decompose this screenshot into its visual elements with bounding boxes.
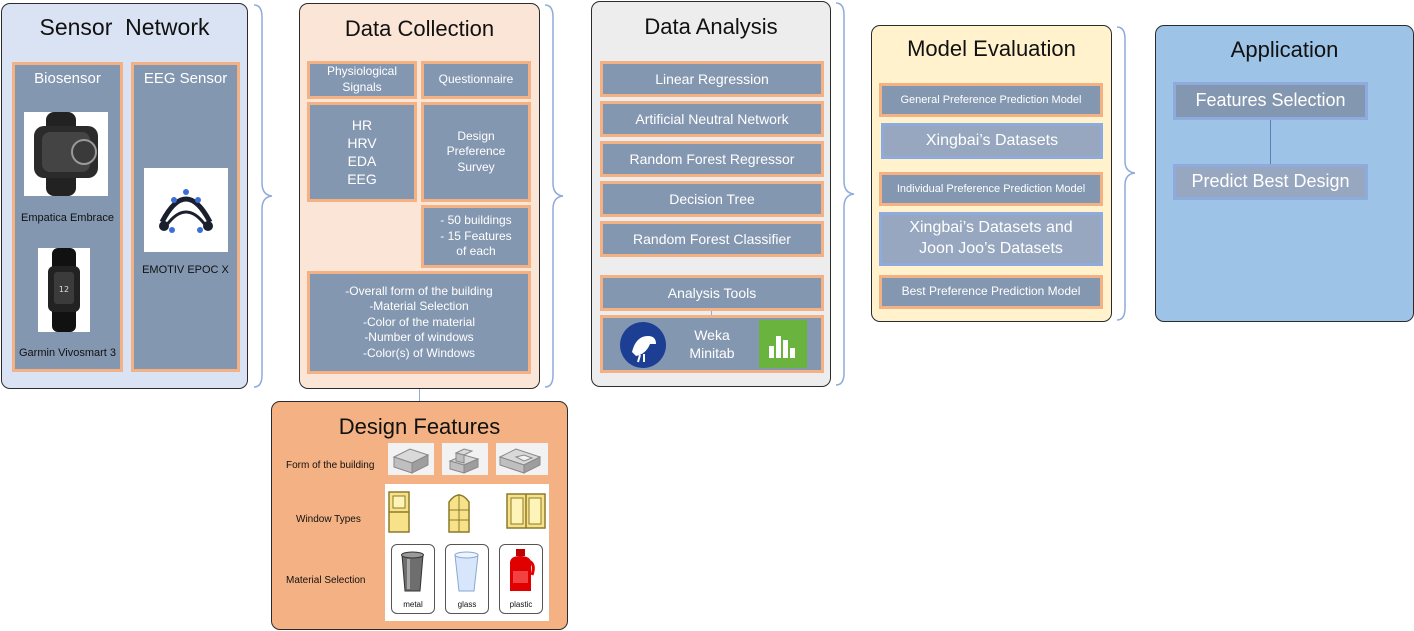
stepped-building-icon [448, 448, 480, 474]
design-features-panel: Design Features Form of the building Win… [271, 401, 568, 630]
method-random-forest-regressor: Random Forest Regressor [600, 141, 824, 177]
box-building-icon [392, 448, 430, 474]
best-preference-model: Best Preference Prediction Model [879, 275, 1103, 309]
application-panel: Application Features Selection Predict B… [1155, 25, 1414, 322]
weka-logo-icon [620, 322, 666, 368]
metal-can-icon [401, 551, 424, 592]
analysis-tools-header: Analysis Tools [600, 275, 824, 311]
method-random-forest-classifier: Random Forest Classifier [600, 221, 824, 257]
design-features-title: Design Features [338, 414, 501, 439]
method-decision-tree: Decision Tree [600, 181, 824, 217]
buildings-info: - 50 buildings - 15 Features of each [421, 205, 531, 268]
emotiv-label: EMOTIV EPOC X [142, 264, 229, 276]
brace-collection-to-analysis [544, 4, 564, 388]
emotiv-image [144, 168, 228, 252]
predict-best-design-step: Predict Best Design [1173, 164, 1368, 200]
sensor-network-panel: Sensor Network Biosensor Empatica Embrac… [1, 3, 248, 389]
collection-to-features-connector [419, 389, 420, 402]
l-shaped-building-icon [498, 448, 542, 474]
tools-connector [711, 311, 712, 317]
window-types-label: Window Types [296, 514, 361, 525]
material-plastic: plastic [499, 544, 543, 614]
casement-window-icon [388, 491, 410, 533]
method-linear-regression: Linear Regression [600, 61, 824, 97]
building-form-1 [388, 443, 434, 475]
material-selection-label: Material Selection [286, 575, 366, 586]
application-title: Application [1230, 37, 1339, 62]
svg-text:12: 12 [59, 285, 69, 294]
brace-sensor-to-collection [253, 4, 273, 388]
double-window-icon [506, 493, 546, 529]
biosensor-title: Biosensor [34, 70, 101, 87]
data-collection-panel: Data Collection Physiological Signals Qu… [299, 3, 540, 389]
form-of-building-label: Form of the building [286, 460, 375, 471]
individual-datasets: Xingbai’s Datasets and Joon Joo’s Datase… [879, 212, 1103, 266]
material-glass-label: glass [457, 600, 477, 609]
general-dataset: Xingbai’s Datasets [881, 123, 1103, 159]
garmin-image: 12 [38, 248, 90, 332]
features-selection-step: Features Selection [1173, 82, 1368, 120]
model-evaluation-panel: Model Evaluation General Preference Pred… [871, 25, 1112, 322]
plastic-bottle-icon [510, 549, 535, 591]
data-collection-title: Data Collection [344, 16, 495, 41]
data-analysis-panel: Data Analysis Linear Regression Artifici… [591, 1, 831, 387]
glass-cup-icon [454, 551, 479, 592]
window-types-strip [385, 484, 549, 540]
data-analysis-title: Data Analysis [644, 14, 778, 39]
method-neural-network: Artificial Neutral Network [600, 101, 824, 137]
wristband-icon [34, 112, 98, 196]
eeg-headset-icon [159, 189, 213, 233]
application-connector [1270, 120, 1271, 164]
general-preference-model: General Preference Prediction Model [879, 83, 1103, 117]
eeg-sensor-title: EEG Sensor [143, 70, 228, 87]
questionnaire-header: Questionnaire [421, 61, 531, 99]
material-glass: glass [445, 544, 489, 614]
fitness-tracker-icon: 12 [48, 248, 80, 332]
material-plastic-label: plastic [509, 600, 533, 609]
brace-analysis-to-evaluation [835, 2, 855, 386]
building-form-2 [442, 443, 488, 475]
building-form-3 [496, 443, 548, 475]
signals-list: HR HRV EDA EEG [307, 102, 417, 202]
minitab-logo-icon [759, 320, 807, 368]
design-features-list: -Overall form of the building -Material … [307, 271, 531, 374]
model-evaluation-title: Model Evaluation [907, 36, 1076, 61]
brace-evaluation-to-application [1116, 26, 1136, 321]
sensor-network-title: Sensor Network [39, 14, 210, 40]
empatica-label: Empatica Embrace [21, 212, 114, 224]
individual-preference-model: Individual Preference Prediction Model [879, 172, 1103, 206]
material-metal-label: metal [403, 600, 423, 609]
empatica-image [24, 112, 108, 196]
arched-window-icon [448, 494, 470, 533]
physiological-signals-header: Physiological Signals [307, 61, 417, 99]
garmin-label: Garmin Vivosmart 3 [19, 347, 116, 359]
material-metal: metal [391, 544, 435, 614]
design-preference-survey: Design Preference Survey [421, 102, 531, 202]
